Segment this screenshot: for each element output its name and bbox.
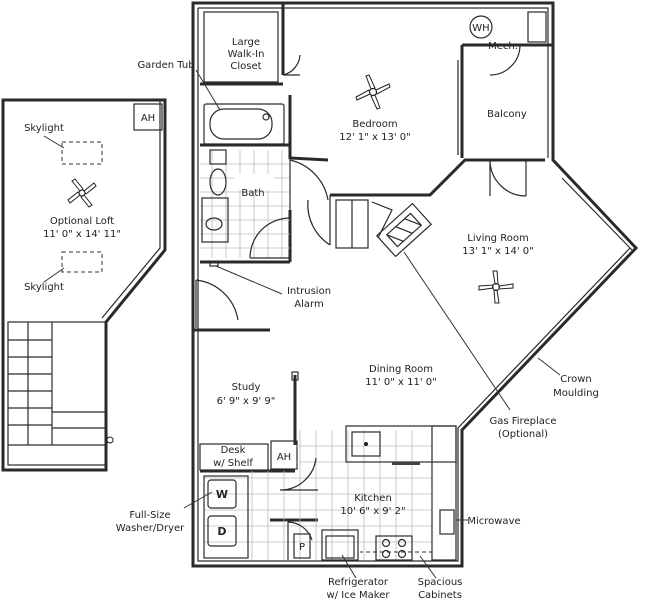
closet-label-3: Closet [230, 61, 261, 72]
living-fan-icon [478, 270, 514, 304]
living-window [561, 177, 633, 251]
kitchen-counter-right [431, 425, 457, 561]
mech-door[interactable] [489, 44, 521, 76]
toilet-tank [209, 149, 227, 165]
stairs [7, 321, 114, 466]
pantry [293, 533, 311, 559]
loft-plan: AH Skylight Optional Loft 11' 0" x 14' 1… [1, 98, 167, 472]
garden-tub [203, 103, 285, 145]
fireplace-label-1: Gas Fireplace [489, 416, 556, 427]
wh-label: WH [472, 23, 489, 34]
gas-fireplace [375, 202, 433, 258]
main-plan: Large Walk-In Closet Garden Tub Bedroom … [116, 1, 639, 600]
bath-label: Bath [241, 188, 264, 199]
cabinets-label-2: Cabinets [418, 590, 462, 600]
entry-door[interactable] [195, 279, 239, 328]
desk [199, 443, 269, 471]
closet-label-1: Large [232, 37, 260, 48]
pantry-label: P [299, 542, 305, 553]
loft-ah-box [133, 103, 163, 131]
closet-label-2: Walk-In [228, 49, 265, 60]
dryer [207, 515, 237, 547]
study-label: Study [232, 382, 261, 393]
bath-door[interactable] [249, 217, 291, 259]
balcony-door[interactable] [489, 159, 527, 197]
balcony-label: Balcony [487, 109, 527, 120]
cabinet-line [346, 461, 433, 553]
garden-tub-basin [209, 108, 273, 140]
washer-label: W [216, 488, 228, 501]
water-heater [469, 15, 493, 39]
bedroom-fan-icon [355, 74, 391, 110]
dining-label: Dining Room [369, 364, 433, 375]
bedroom-door[interactable] [289, 159, 329, 210]
pantry-door[interactable] [287, 521, 313, 560]
loft-ah-label: AH [141, 113, 155, 124]
closet-door[interactable] [282, 54, 301, 76]
loft-skylight-top-label: Skylight [24, 123, 64, 134]
balcony-slider[interactable] [457, 60, 463, 155]
unit-outline [191, 1, 639, 568]
kitchen-counter-top [345, 425, 457, 463]
refrigerator-label-2: w/ Ice Maker [327, 590, 391, 600]
microwave [439, 509, 455, 535]
bedroom-label: Bedroom [352, 119, 397, 130]
ah-box [270, 440, 298, 470]
washer-dryer-label-2: Washer/Dryer [116, 523, 185, 534]
dryer-label: D [217, 525, 226, 538]
mech-unit [527, 11, 547, 43]
washer-dryer-label-1: Full-Size [129, 510, 170, 521]
intrusion-label-1: Intrusion [287, 286, 331, 297]
crown-moulding-label-2: Moulding [553, 388, 599, 399]
desk-label-1: Desk [221, 445, 246, 456]
loft-skylight-bottom-label: Skylight [24, 282, 64, 293]
microwave-label: Microwave [467, 516, 520, 527]
study-dims: 6' 9" x 9' 9" [217, 396, 276, 407]
kitchen-tile-grid [204, 430, 432, 560]
crown-moulding-label-1: Crown [560, 374, 592, 385]
sink-icon [205, 217, 223, 231]
burner-icon [381, 549, 391, 559]
closet [203, 11, 279, 83]
toilet-icon [209, 168, 227, 196]
intrusion-label-2: Alarm [294, 299, 323, 310]
kitchen-dims: 10' 6" x 9' 2" [340, 506, 405, 517]
garden-tub-label: Garden Tub [137, 60, 194, 71]
living-dims: 13' 1" x 14' 0" [462, 246, 534, 257]
burner-icon [397, 549, 407, 559]
fireplace-label-2: (Optional) [498, 429, 548, 440]
ah-label: AH [277, 452, 291, 463]
mech-label: Mech. [488, 41, 518, 52]
loft-skylight-top [61, 141, 103, 165]
dining-dims: 11' 0" x 11' 0" [365, 377, 437, 388]
cabinets-label-1: Spacious [418, 577, 463, 588]
loft-fan-icon [67, 178, 97, 208]
loft-dims: 11' 0" x 14' 11" [43, 229, 121, 240]
kitchen-label: Kitchen [354, 493, 392, 504]
refrigerator-label-1: Refrigerator [328, 577, 389, 588]
vanity [201, 197, 229, 243]
alarm-panel [209, 261, 219, 267]
laundry-door[interactable] [279, 457, 318, 491]
refrigerator [321, 529, 359, 561]
range [375, 535, 413, 561]
faucet-icon [262, 113, 270, 121]
loft-title: Optional Loft [50, 216, 114, 227]
bedroom-dims: 12' 1" x 13' 0" [339, 132, 411, 143]
loft-skylight-bottom [61, 251, 103, 273]
burner-icon [397, 538, 407, 548]
living-label: Living Room [467, 233, 528, 244]
hall-door[interactable] [307, 195, 331, 246]
laundry-closet [203, 475, 249, 559]
desk-label-2: w/ Shelf [213, 458, 253, 469]
burner-icon [381, 538, 391, 548]
kitchen-sink-icon [351, 431, 381, 457]
